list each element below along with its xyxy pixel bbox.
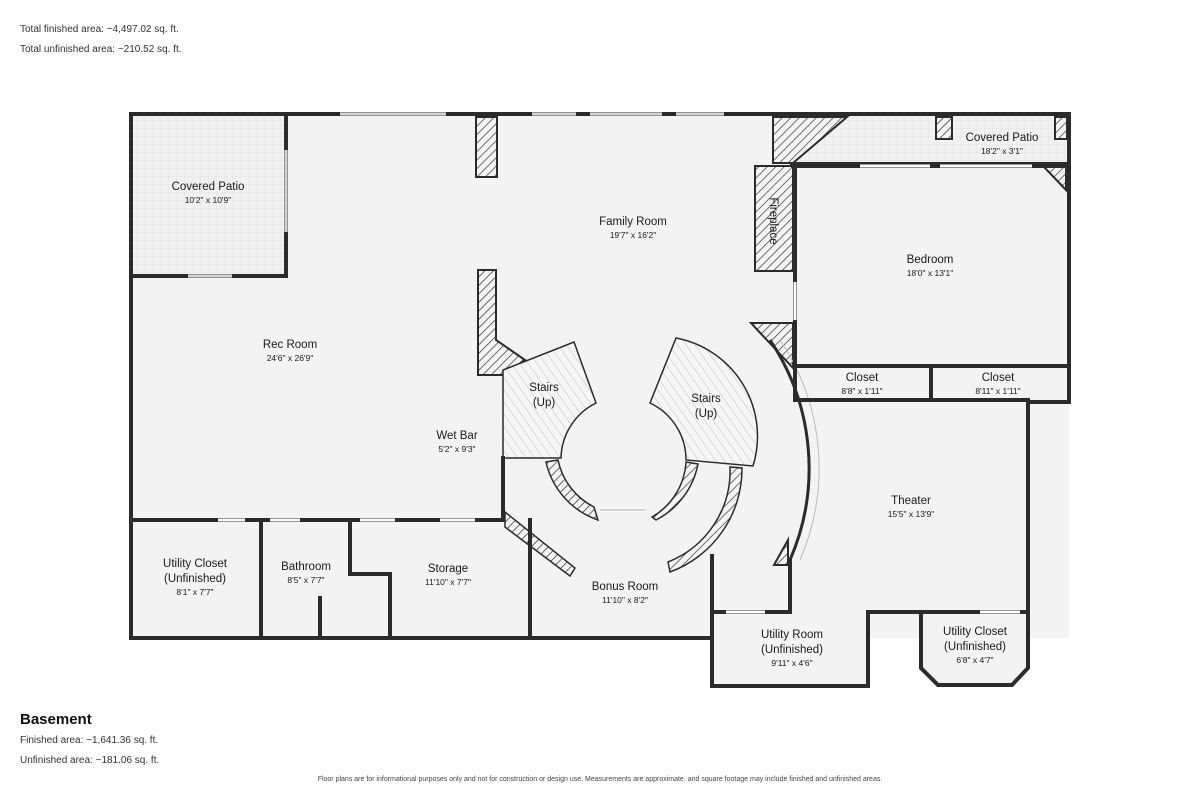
closet-2-dims: 8'11" x 1'11": [975, 386, 1020, 396]
covered-patio-right-dims: 18'2" x 3'1": [981, 146, 1023, 156]
rec-room-dims: 24'6" x 26'9": [267, 353, 314, 363]
covered-patio-right-name: Covered Patio: [966, 132, 1039, 144]
bedroom-dims: 18'0" x 13'1": [907, 268, 954, 278]
bedroom-name: Bedroom: [907, 254, 954, 266]
theater-small-wedge: [772, 536, 789, 566]
fireplace-label: Fireplace: [767, 197, 779, 244]
utility-closet-right-name: Utility Closet: [943, 626, 1008, 638]
total-unfinished-area: Total unfinished area: ~210.52 sq. ft.: [20, 44, 182, 55]
covered-patio-left-dims: 10'2" x 10'9": [185, 195, 232, 205]
family-room-name: Family Room: [599, 216, 667, 228]
stairs-left-name: Stairs: [529, 382, 559, 394]
stairs-right-name: Stairs: [691, 393, 721, 405]
patio-post: [935, 116, 953, 140]
room-labels: Covered Patio 10'2" x 10'9" Family Room …: [163, 132, 1038, 668]
window-lines: [188, 113, 724, 511]
hatched-elements: [475, 116, 1068, 566]
utility-closet-left-name: Utility Closet: [163, 558, 228, 570]
utility-closet-right-dims: 6'8" x 4'7": [956, 655, 993, 665]
stairs-right-sub: (Up): [695, 408, 718, 420]
stairs-left-sub: (Up): [533, 397, 556, 409]
level-finished-area: Finished area: ~1,641.36 sq. ft.: [20, 735, 159, 746]
disclaimer: Floor plans are for informational purpos…: [317, 776, 883, 783]
utility-room-sub: (Unfinished): [761, 644, 823, 656]
stairs-right: [649, 337, 759, 467]
theater-dims: 15'5" x 13'9": [888, 509, 935, 519]
utility-room-dims: 9'11" x 4'6": [771, 658, 812, 668]
stair-wall-left: [477, 269, 527, 376]
bathroom-dims: 8'5" x 7'7": [287, 575, 324, 585]
family-room-dims: 19'7" x 16'2": [610, 230, 657, 240]
stairs-left: [502, 341, 597, 459]
level-unfinished-area: Unfinished area: ~181.06 sq. ft.: [20, 755, 160, 766]
closet-2-name: Closet: [982, 372, 1015, 384]
bonus-room-name: Bonus Room: [592, 581, 658, 593]
wet-bar-dims: 5'2" x 9'3": [438, 444, 475, 454]
wet-bar-name: Wet Bar: [436, 430, 477, 442]
rec-room-name: Rec Room: [263, 339, 317, 351]
utility-closet-right-sub: (Unfinished): [944, 641, 1006, 653]
closet-1-name: Closet: [846, 372, 879, 384]
bathroom-name: Bathroom: [281, 561, 331, 573]
covered-patio-left-name: Covered Patio: [172, 181, 245, 193]
total-finished-area: Total finished area: ~4,497.02 sq. ft.: [20, 24, 179, 35]
theater-name: Theater: [891, 495, 931, 507]
bonus-room-dims: 11'10" x 8'2": [602, 595, 648, 605]
level-title: Basement: [20, 711, 92, 728]
patio-post-right: [1054, 116, 1068, 140]
patio-floor-left: [131, 114, 286, 276]
closet-1-dims: 8'8" x 1'11": [841, 386, 882, 396]
utility-closet-left-dims: 8'1" x 7'7": [176, 587, 213, 597]
storage-name: Storage: [428, 563, 468, 575]
utility-closet-left-sub: (Unfinished): [164, 573, 226, 585]
storage-dims: 11'10" x 7'7": [425, 577, 471, 587]
column-top: [475, 116, 498, 178]
utility-room-name: Utility Room: [761, 629, 823, 641]
fireplace-block: [754, 165, 794, 272]
stairs: [502, 337, 820, 578]
